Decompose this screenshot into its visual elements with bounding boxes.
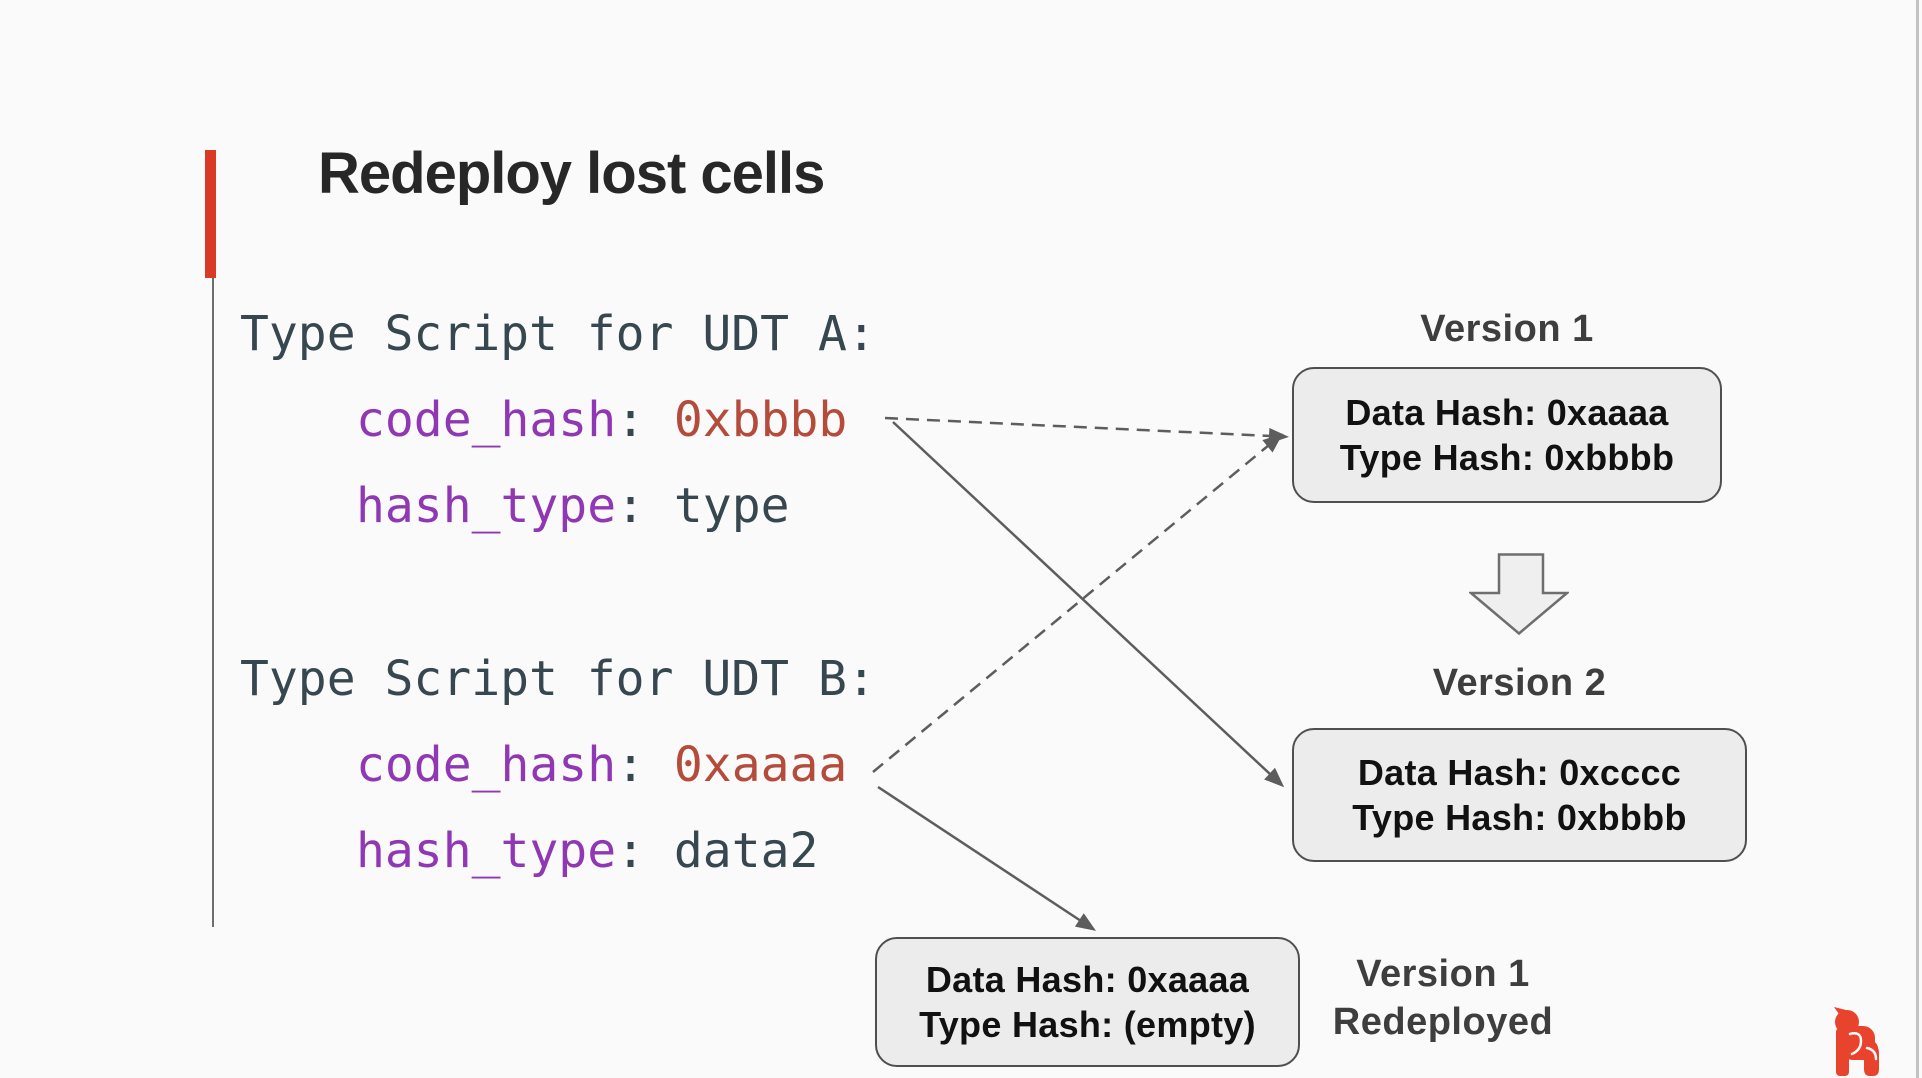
left-vertical-rule bbox=[212, 278, 214, 927]
code-separator: : bbox=[616, 478, 674, 534]
code-block-udt-a: Type Script for UDT A: code_hash: 0xbbbb… bbox=[240, 291, 876, 549]
code-value: type bbox=[673, 478, 790, 534]
code-key: code_hash bbox=[356, 737, 617, 793]
version-2-label: Version 2 bbox=[1432, 662, 1607, 704]
code-header-udt-b: Type Script for UDT B: bbox=[240, 651, 876, 707]
code-block-udt-b: Type Script for UDT B: code_hash: 0xaaaa… bbox=[240, 636, 876, 894]
version-1-label: Version 1 bbox=[1420, 308, 1594, 350]
code-line-code-hash-b: code_hash: 0xaaaa bbox=[240, 722, 876, 808]
data-hash-line: Data Hash: 0xaaaa bbox=[925, 959, 1250, 1000]
arrow-codehash-a-to-v1 bbox=[884, 416, 1289, 444]
code-key: code_hash bbox=[356, 392, 617, 448]
type-hash-line: Type Hash: 0xbbbb bbox=[1352, 797, 1687, 838]
code-key: hash_type bbox=[356, 478, 617, 534]
type-hash-line: Type Hash: (empty) bbox=[919, 1004, 1256, 1045]
right-edge-line bbox=[1916, 0, 1919, 1078]
code-line-hash-type-b: hash_type: data2 bbox=[240, 808, 876, 894]
code-separator: : bbox=[616, 737, 674, 793]
version-2-box: Data Hash: 0xcccc Type Hash: 0xbbbb bbox=[1292, 728, 1747, 862]
code-separator: : bbox=[616, 392, 674, 448]
code-header-udt-a: Type Script for UDT A: bbox=[240, 306, 876, 362]
code-line-code-hash-a: code_hash: 0xbbbb bbox=[240, 377, 876, 463]
data-hash-line: Data Hash: 0xaaaa bbox=[1345, 392, 1669, 433]
code-value: 0xbbbb bbox=[673, 392, 848, 448]
data-hash-line: Data Hash: 0xcccc bbox=[1357, 752, 1682, 793]
version-1-redeployed-box: Data Hash: 0xaaaa Type Hash: (empty) bbox=[875, 937, 1300, 1067]
title-accent-bar bbox=[205, 150, 216, 278]
code-line-hash-type-a: hash_type: type bbox=[240, 463, 876, 549]
code-value: data2 bbox=[673, 823, 819, 879]
arrow-codehash-b-to-v1 bbox=[872, 433, 1283, 773]
gorilla-logo-icon bbox=[1834, 1007, 1879, 1076]
code-value: 0xaaaa bbox=[673, 737, 848, 793]
version-1-box: Data Hash: 0xaaaa Type Hash: 0xbbbb bbox=[1292, 367, 1722, 503]
type-hash-line: Type Hash: 0xbbbb bbox=[1339, 437, 1675, 478]
code-separator: : bbox=[616, 823, 674, 879]
arrow-codehash-a-to-v2 bbox=[892, 421, 1285, 788]
down-arrow-icon bbox=[1469, 553, 1569, 635]
slide-title: Redeploy lost cells bbox=[318, 141, 825, 206]
arrow-codehash-b-to-redeployed bbox=[877, 785, 1097, 931]
code-key: hash_type bbox=[356, 823, 617, 879]
version-1-redeployed-label: Version 1 Redeployed bbox=[1332, 953, 1554, 1043]
